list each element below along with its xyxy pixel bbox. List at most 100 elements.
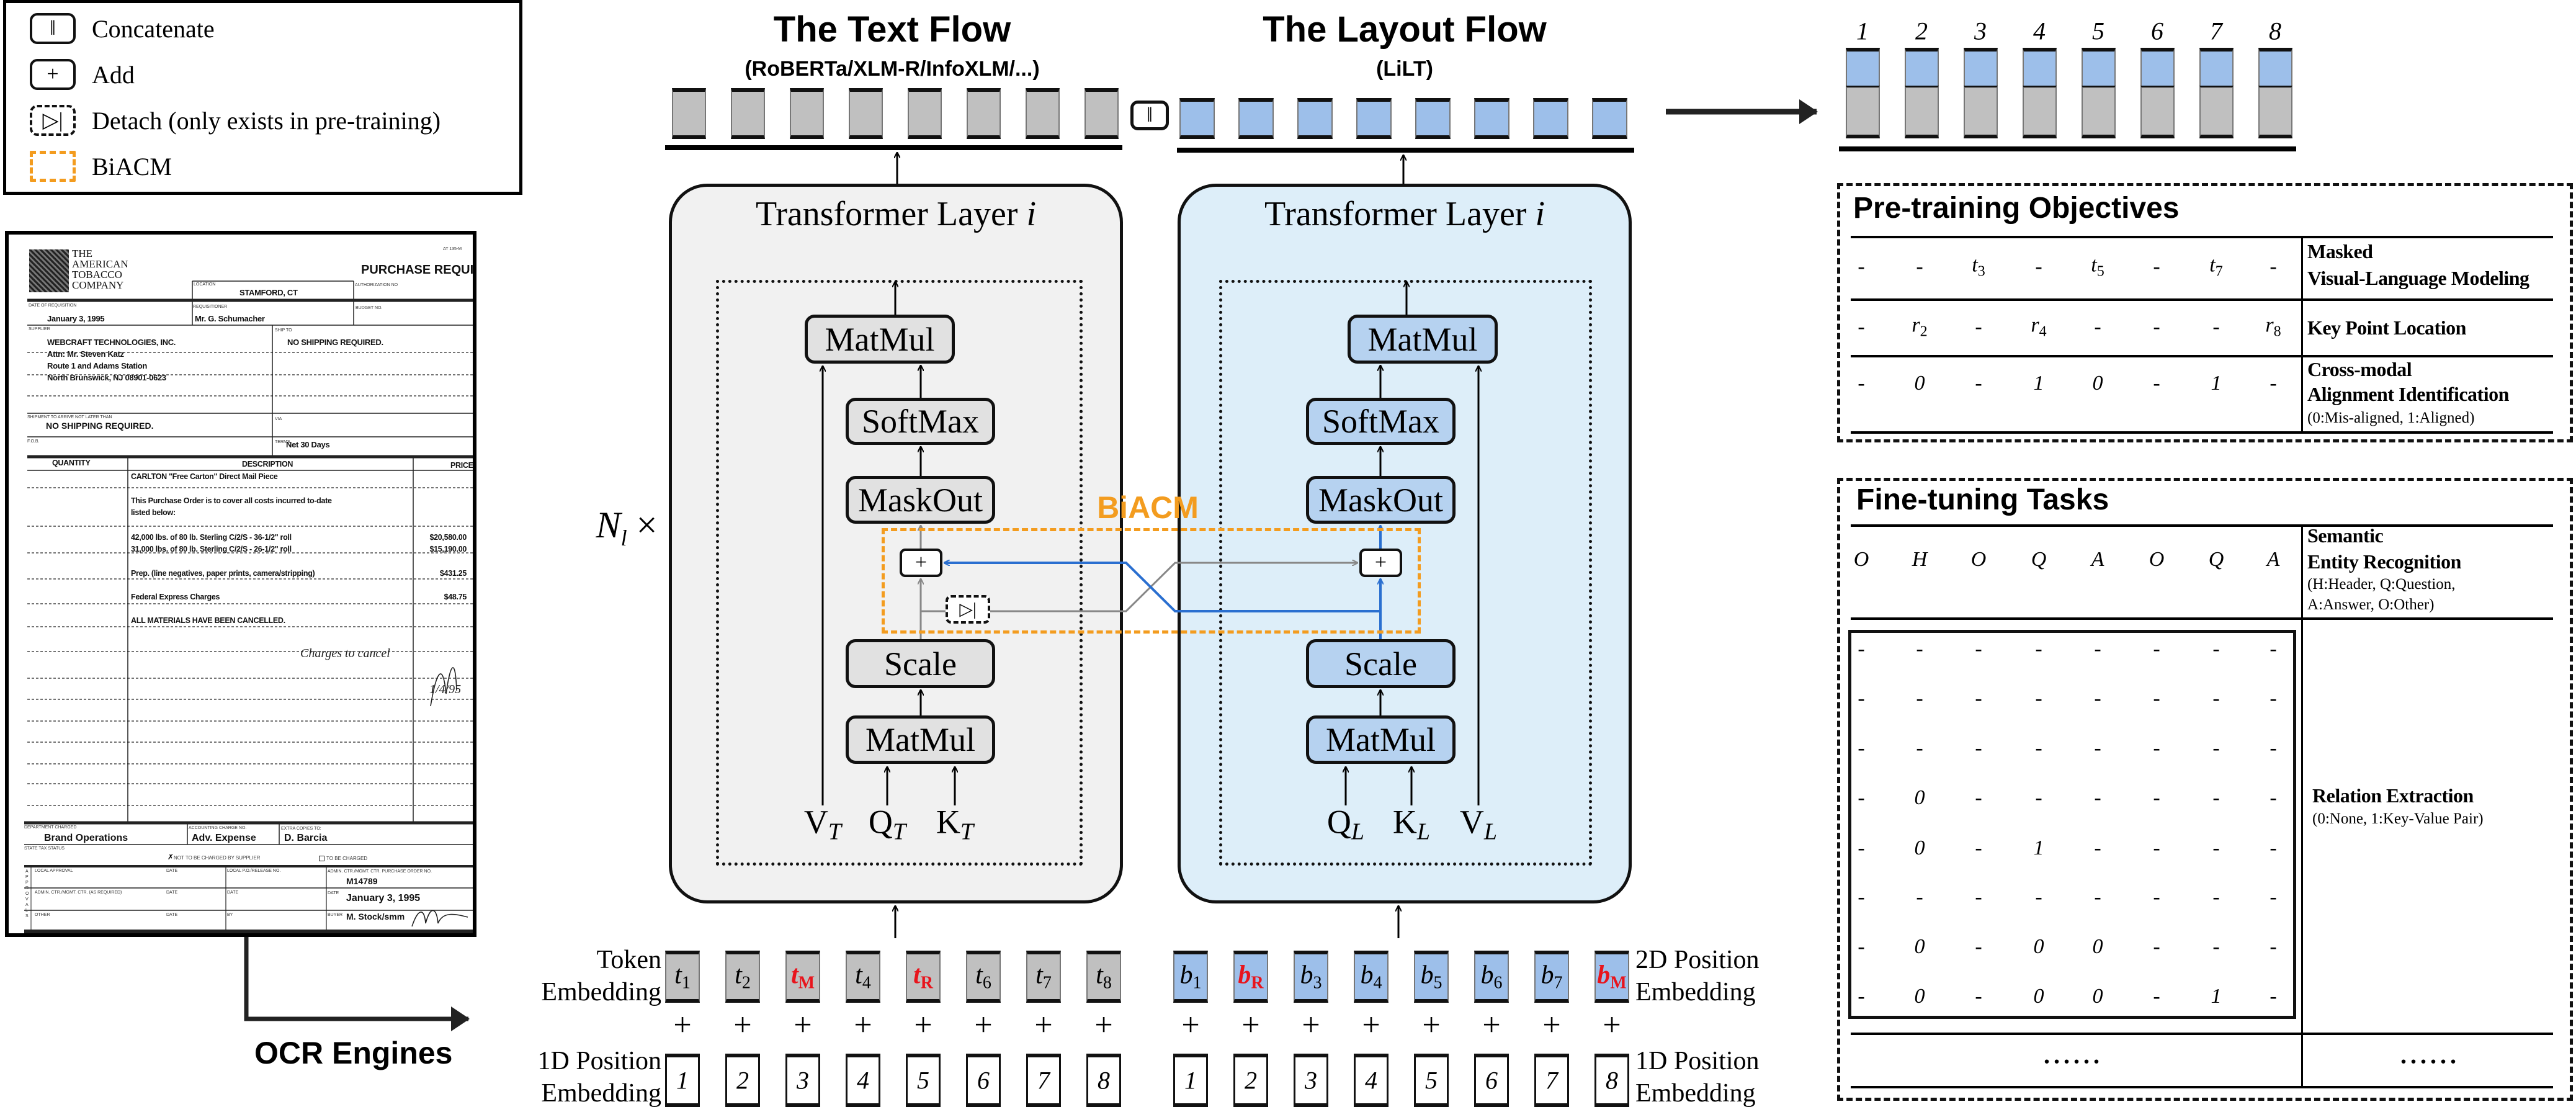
text-flow-subtitle: (RoBERTa/XLM-R/InfoXLM/...) bbox=[745, 57, 1040, 81]
concat-token-text-part bbox=[1846, 86, 1880, 138]
text-input-k-base: K bbox=[936, 803, 960, 841]
label-line: Embedding bbox=[541, 1079, 661, 1107]
concat-token-text-part bbox=[2258, 86, 2292, 138]
box-label: bR bbox=[1238, 961, 1263, 993]
2d-position-embedding bbox=[1534, 951, 1569, 1003]
relation-matrix-frame bbox=[1848, 630, 2296, 1019]
detach-icon: ▷| bbox=[30, 105, 76, 136]
concat-token-layout-part bbox=[2258, 48, 2292, 87]
relation-cell: - bbox=[2153, 737, 2160, 760]
document-text-tax-opt2: TO BE CHARGED bbox=[326, 856, 368, 861]
layout-1d-position-embedding bbox=[1173, 1054, 1208, 1107]
position-index: 7 bbox=[1545, 1066, 1558, 1095]
layout-layer-title: Transformer Layer i bbox=[1264, 194, 1545, 234]
document-text-shipment: NO SHIPPING REQUIRED. bbox=[46, 421, 154, 431]
document-text-lines: 31,000 lbs. of 80 lb. Sterling C/2/S - 2… bbox=[131, 545, 292, 554]
box-label-base: b bbox=[1238, 961, 1251, 990]
layout-output-token bbox=[1533, 98, 1568, 139]
text-output-token bbox=[672, 88, 706, 139]
token-label-base: t bbox=[674, 961, 682, 990]
document-text-other: OTHER bbox=[35, 913, 50, 917]
relation-cell: - bbox=[2035, 637, 2042, 660]
legend-label: Detach (only exists in pre-training) bbox=[92, 106, 441, 135]
output-position-number: 4 bbox=[2033, 17, 2046, 45]
document-text-date: January 3, 1995 bbox=[47, 314, 105, 323]
box-label-sub: 6 bbox=[1493, 973, 1503, 993]
layout-maskout-op: MaskOut bbox=[1306, 476, 1456, 524]
token-embedding bbox=[785, 951, 820, 1003]
layout-flow-title: The Layout Flow bbox=[1263, 9, 1547, 50]
add-icon: + bbox=[30, 59, 76, 90]
pretraining-cell-sub: 2 bbox=[1920, 323, 1928, 340]
position-index: 5 bbox=[917, 1066, 929, 1095]
objective-label: Alignment Identification bbox=[2307, 383, 2509, 405]
document-text-date-word: DATE bbox=[166, 890, 178, 895]
relation-cell: - bbox=[2212, 637, 2220, 660]
pretraining-cell: t7 bbox=[2209, 254, 2222, 280]
table-rule bbox=[1851, 617, 2553, 620]
document-text-supplier: Route 1 and Adams Station bbox=[47, 361, 148, 370]
ser-cell: A bbox=[2266, 548, 2280, 571]
document-text-col-price: PRICE bbox=[450, 461, 473, 470]
add-icon: + bbox=[1603, 1007, 1621, 1043]
document-text-date-word: DATE bbox=[328, 891, 339, 895]
relation-cell: - bbox=[2153, 885, 2160, 908]
box-label: b5 bbox=[1421, 961, 1442, 993]
table-rule bbox=[1851, 1086, 2553, 1088]
relation-cell: 0 bbox=[1914, 985, 1925, 1008]
relation-cell: - bbox=[1858, 836, 1865, 859]
document-text-company: AMERICAN bbox=[72, 258, 128, 270]
text-output-bar bbox=[665, 145, 1122, 150]
add-icon: + bbox=[1302, 1007, 1320, 1043]
layout-output-token bbox=[1474, 98, 1509, 139]
text-1d-position-embedding bbox=[725, 1054, 760, 1107]
box-label: b3 bbox=[1300, 961, 1322, 993]
document-text-fob-label: F.O.B. bbox=[27, 439, 40, 444]
position-index: 2 bbox=[1245, 1066, 1257, 1095]
label-line: 2D Position bbox=[1635, 946, 1760, 974]
document-price: $20,580.00 bbox=[429, 533, 467, 542]
relation-cell: 0 bbox=[2033, 985, 2044, 1008]
relation-cell: - bbox=[2212, 885, 2220, 908]
add-icon: + bbox=[854, 1007, 872, 1043]
output-position-number: 8 bbox=[2269, 17, 2281, 45]
layout-1d-position-embedding bbox=[1594, 1054, 1629, 1107]
relation-cell: - bbox=[1975, 985, 1982, 1008]
legend-item-biacm: BiACM bbox=[30, 150, 172, 183]
layout-1d-position-embedding bbox=[1354, 1054, 1389, 1107]
pretraining-cell: - bbox=[2153, 315, 2160, 338]
concat-token-text-part bbox=[2140, 86, 2175, 138]
document-text-lines: ALL MATERIALS HAVE BEEN CANCELLED. bbox=[131, 616, 285, 625]
relation-cell: - bbox=[1975, 637, 1982, 660]
relation-cell: - bbox=[2153, 935, 2160, 958]
relation-cell: - bbox=[2212, 737, 2220, 760]
layer-title-text: Transformer Layer bbox=[1264, 195, 1536, 233]
document-text-acct-label: ACCOUNTING CHARGE NO. bbox=[189, 826, 247, 830]
pretraining-cell: - bbox=[2153, 372, 2160, 395]
token-embedding bbox=[725, 951, 760, 1003]
document-text-lines: Federal Express Charges bbox=[131, 593, 220, 601]
ser-cell: Q bbox=[2031, 548, 2047, 571]
position-index: 1 bbox=[676, 1066, 689, 1095]
finetuning-title: Fine-tuning Tasks bbox=[1856, 483, 2109, 516]
layers-multiplier-sub: l bbox=[620, 526, 627, 550]
layers-multiplier: Nl × bbox=[596, 504, 658, 551]
document-text-tax-label: STATE TAX STATUS bbox=[24, 846, 65, 851]
box-label: b6 bbox=[1481, 961, 1503, 993]
document-text-lines: Prep. (line negatives, paper prints, cam… bbox=[131, 569, 315, 578]
token-label: t1 bbox=[674, 961, 691, 993]
objective-label: Visual-Language Modeling bbox=[2307, 267, 2529, 289]
pretraining-cell: 1 bbox=[2033, 372, 2044, 395]
add-icon: + bbox=[1241, 1007, 1260, 1043]
token-embedding bbox=[846, 951, 880, 1003]
document-text-supplier: WEBCRAFT TECHNOLOGIES, INC. bbox=[47, 338, 176, 347]
relation-cell: - bbox=[1916, 737, 1923, 760]
add-icon: + bbox=[914, 1007, 932, 1043]
relation-cell: 1 bbox=[2033, 836, 2044, 859]
document-text-copies-label: EXTRA COPIES TO: bbox=[281, 827, 321, 831]
document-text-form-code: AT 135-M bbox=[443, 247, 462, 251]
ser-cell: A bbox=[2091, 548, 2104, 571]
